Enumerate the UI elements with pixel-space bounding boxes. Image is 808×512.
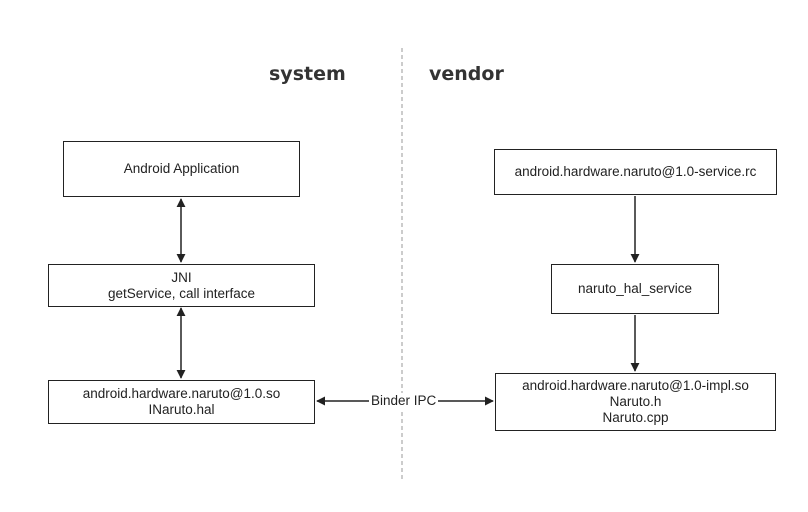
impl-source-file: Naruto.cpp (602, 410, 669, 425)
service-rc-box: android.hardware.naruto@1.0-service.rc (494, 149, 777, 195)
impl-so-name: android.hardware.naruto@1.0-impl.so (522, 378, 749, 393)
hal-interface-file: INaruto.hal (148, 402, 215, 417)
impl-box: android.hardware.naruto@1.0-impl.so Naru… (495, 373, 776, 431)
service-rc-label: android.hardware.naruto@1.0-service.rc (514, 164, 757, 179)
vendor-heading: vendor (429, 63, 504, 85)
hal-service-box: naruto_hal_service (551, 264, 719, 314)
system-heading: system (269, 63, 346, 85)
android-application-label: Android Application (123, 161, 240, 176)
hal-so-box: android.hardware.naruto@1.0.so INaruto.h… (48, 380, 315, 424)
jni-title: JNI (171, 269, 192, 285)
hal-service-label: naruto_hal_service (577, 281, 693, 296)
impl-header-file: Naruto.h (609, 394, 662, 409)
jni-box: JNI getService, call interface (48, 264, 315, 307)
jni-subtitle: getService, call interface (107, 285, 256, 301)
hal-so-name: android.hardware.naruto@1.0.so (82, 386, 281, 401)
binder-ipc-label: Binder IPC (369, 393, 439, 409)
android-application-box: Android Application (63, 141, 300, 197)
